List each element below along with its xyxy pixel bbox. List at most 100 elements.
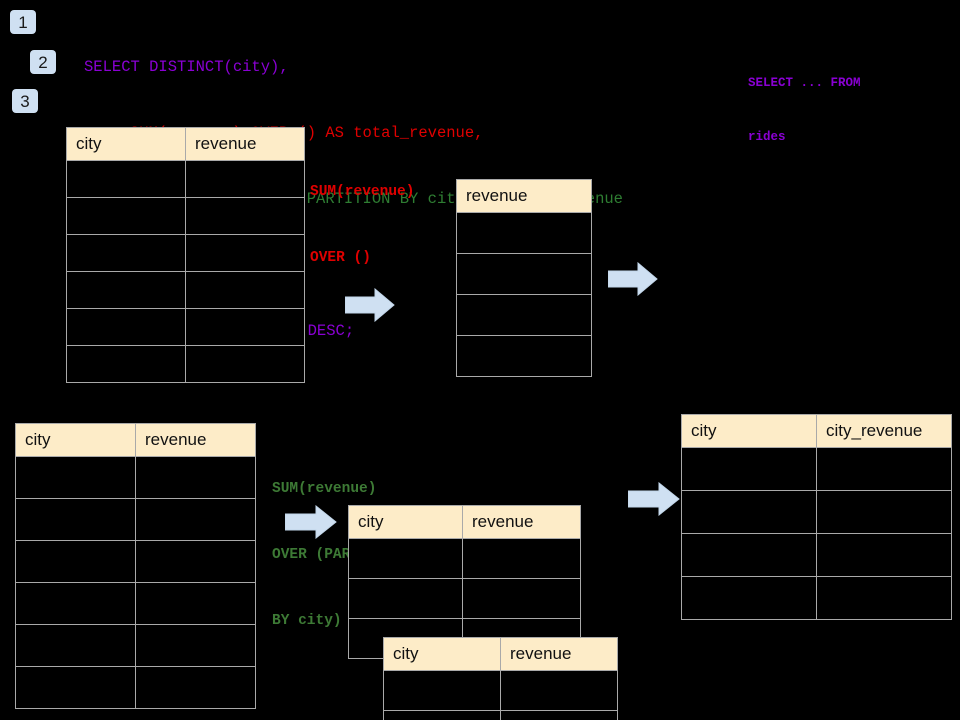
partition-group-table-front: city revenue xyxy=(383,637,618,720)
column-header-revenue: revenue xyxy=(135,423,256,457)
column-header-city: city xyxy=(66,127,186,161)
cell-revenue xyxy=(456,294,592,336)
step-badge-1: 1 xyxy=(10,10,36,34)
cell-city xyxy=(348,578,463,619)
table-row xyxy=(383,710,618,720)
column-header-revenue: revenue xyxy=(456,179,592,213)
cell-revenue xyxy=(135,540,256,583)
cell-revenue xyxy=(135,582,256,625)
table-row xyxy=(15,582,256,625)
cell-revenue xyxy=(462,578,581,619)
cell-city xyxy=(15,498,136,541)
cell-city xyxy=(66,308,186,346)
table-row xyxy=(15,456,256,499)
cell-city xyxy=(681,447,817,491)
step-badge-2: 2 xyxy=(30,50,56,74)
cell-city-revenue xyxy=(816,533,952,577)
cell-revenue xyxy=(185,345,305,383)
sql-line-select: SELECT DISTINCT(city), xyxy=(84,58,289,76)
cell-revenue xyxy=(462,538,581,579)
table-row xyxy=(456,294,592,336)
step-badge-3: 3 xyxy=(12,89,38,113)
side-note-select-from: SELECT ... FROM rides xyxy=(748,38,861,182)
cell-revenue xyxy=(456,212,592,254)
annotation-city-revenue-line-1: SUM(revenue) xyxy=(272,481,377,497)
table-header-row: revenue xyxy=(456,179,592,213)
cell-city xyxy=(66,197,186,235)
table-header-row: city revenue xyxy=(383,637,618,671)
annotation-total-revenue: SUM(revenue) OVER () xyxy=(310,137,414,313)
table-row xyxy=(681,490,952,534)
cell-revenue xyxy=(456,335,592,377)
cell-revenue xyxy=(135,456,256,499)
annotation-city-revenue-line-3: BY city) xyxy=(272,613,342,629)
arrow-top-right-icon xyxy=(608,262,658,296)
side-note-line-1: SELECT ... FROM xyxy=(748,76,861,90)
table-row xyxy=(456,335,592,377)
table-header-row: city revenue xyxy=(66,127,305,161)
column-header-revenue: revenue xyxy=(500,637,618,671)
cell-revenue xyxy=(185,160,305,198)
table-row xyxy=(15,540,256,583)
column-header-revenue: revenue xyxy=(462,505,581,539)
cell-revenue xyxy=(135,624,256,667)
cell-revenue xyxy=(185,197,305,235)
table-row xyxy=(66,197,305,235)
rides-source-table-top: city revenue xyxy=(66,127,305,383)
arrow-bottom-left-icon xyxy=(285,505,337,539)
cell-city xyxy=(681,533,817,577)
table-row xyxy=(15,666,256,709)
cell-revenue xyxy=(135,666,256,709)
cell-city xyxy=(15,540,136,583)
cell-city xyxy=(681,490,817,534)
column-header-city: city xyxy=(383,637,501,671)
column-header-revenue: revenue xyxy=(185,127,305,161)
total-revenue-result-table: revenue xyxy=(456,179,592,377)
table-row xyxy=(681,447,952,491)
arrow-top-left-icon xyxy=(345,288,395,322)
cell-city xyxy=(66,234,186,272)
column-header-city: city xyxy=(348,505,463,539)
city-revenue-result-table: city city_revenue xyxy=(681,414,952,620)
table-row xyxy=(681,533,952,577)
cell-city xyxy=(383,670,501,711)
cell-city xyxy=(681,576,817,620)
table-row xyxy=(681,576,952,620)
table-row xyxy=(383,670,618,711)
cell-revenue xyxy=(500,670,618,711)
table-row xyxy=(66,345,305,383)
cell-revenue xyxy=(135,498,256,541)
cell-revenue xyxy=(456,253,592,295)
table-row xyxy=(456,212,592,254)
cell-revenue xyxy=(185,271,305,309)
side-note-line-2: rides xyxy=(748,130,786,144)
partition-group-table-back: city revenue xyxy=(348,505,581,659)
table-row xyxy=(66,160,305,198)
annotation-total-revenue-line-2: OVER () xyxy=(310,250,371,266)
cell-city-revenue xyxy=(816,447,952,491)
cell-city xyxy=(15,666,136,709)
cell-city xyxy=(66,271,186,309)
cell-city xyxy=(15,624,136,667)
column-header-city-revenue: city_revenue xyxy=(816,414,952,448)
arrow-bottom-right-icon xyxy=(628,482,680,516)
table-row xyxy=(66,234,305,272)
table-header-row: city revenue xyxy=(348,505,581,539)
cell-revenue xyxy=(185,234,305,272)
cell-city-revenue xyxy=(816,576,952,620)
rides-source-table-bottom: city revenue xyxy=(15,423,256,709)
table-row xyxy=(15,624,256,667)
table-row xyxy=(348,538,581,579)
table-row xyxy=(66,308,305,346)
cell-city xyxy=(348,538,463,579)
table-header-row: city city_revenue xyxy=(681,414,952,448)
cell-revenue xyxy=(185,308,305,346)
column-header-city: city xyxy=(681,414,817,448)
annotation-total-revenue-line-1: SUM(revenue) xyxy=(310,184,415,200)
cell-city xyxy=(66,345,186,383)
table-header-row: city revenue xyxy=(15,423,256,457)
cell-revenue xyxy=(500,710,618,720)
table-row xyxy=(348,578,581,619)
cell-city xyxy=(66,160,186,198)
